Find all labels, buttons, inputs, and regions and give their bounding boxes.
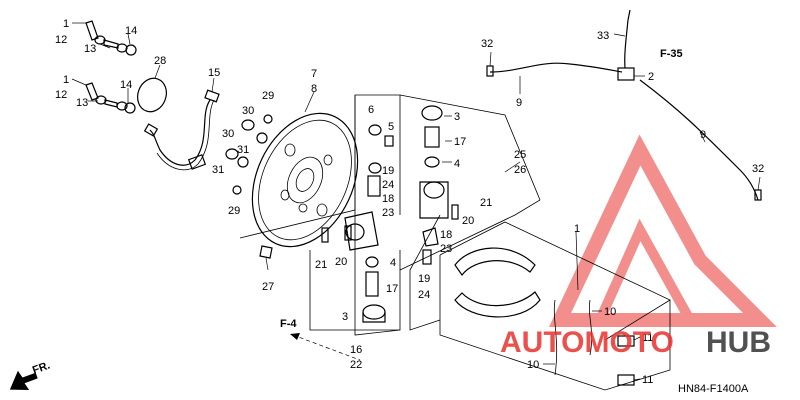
- label-32a: 32: [481, 38, 493, 50]
- label-31b: 31: [212, 164, 224, 176]
- label-2: 2: [648, 71, 654, 83]
- label-11a: 11: [642, 332, 653, 344]
- ref-f4: F-4: [280, 318, 297, 330]
- label-24a: 24: [382, 179, 394, 191]
- label-9b: 9: [700, 129, 706, 141]
- shoe-lower-shape: [454, 291, 541, 318]
- label-1b: 1: [63, 74, 69, 86]
- label-27: 27: [262, 281, 274, 293]
- label-32b: 32: [752, 163, 764, 175]
- bolt-group-bottom: [85, 82, 136, 114]
- label-4b: 4: [390, 257, 396, 269]
- label-3b: 3: [342, 311, 348, 323]
- label-14a: 14: [125, 25, 137, 37]
- label-24b: 24: [418, 289, 430, 301]
- front-arrow-icon: [9, 370, 38, 391]
- label-19b: 19: [418, 273, 430, 285]
- label-10a: 10: [604, 306, 616, 318]
- label-5: 5: [388, 121, 394, 133]
- label-9a: 9: [516, 97, 522, 109]
- label-3a: 3: [454, 111, 460, 123]
- label-21a: 21: [480, 197, 492, 209]
- label-29b: 29: [228, 205, 240, 217]
- label-23a: 23: [382, 207, 394, 219]
- part-labels: 1 12 14 13 28 1 12 14 13 15 29 30 31 30 …: [55, 18, 764, 386]
- cap-shape: [125, 44, 137, 56]
- label-1c: 1: [574, 223, 580, 235]
- bolt-shank-shape: [103, 39, 119, 49]
- label-13b: 13: [76, 97, 88, 109]
- hardware-small: [225, 114, 273, 195]
- brake-hose-shape: [149, 99, 211, 166]
- wheel-cylinder-lower: [321, 211, 386, 323]
- piston-shape: [424, 126, 440, 148]
- label-4a: 4: [454, 158, 460, 170]
- label-30a: 30: [242, 105, 254, 117]
- label-12a: 12: [55, 34, 67, 46]
- brake-shoes: [454, 247, 635, 386]
- label-30b: 30: [222, 128, 234, 140]
- label-7: 7: [311, 68, 317, 80]
- label-1a: 1: [63, 18, 69, 30]
- watermark-logo: [548, 134, 777, 327]
- cable-upper-shape: [624, 9, 631, 69]
- wheel-cylinder-upper: [367, 105, 459, 265]
- bolt-shape: [259, 245, 273, 259]
- label-15: 15: [208, 67, 220, 79]
- brake-panel: [251, 112, 359, 248]
- label-13a: 13: [84, 43, 96, 55]
- panel-frame-box: [239, 94, 401, 239]
- watermark-triangle-shape: [548, 134, 777, 327]
- leader-lines: [71, 22, 761, 381]
- label-18b: 18: [440, 229, 452, 241]
- banjo-bolt-shape: [85, 20, 99, 41]
- label-23b: 23: [440, 243, 452, 255]
- label-20a: 20: [462, 215, 474, 227]
- label-19a: 19: [382, 165, 394, 177]
- brake-cables: [486, 9, 762, 201]
- cylinder-body-shape: [419, 181, 449, 219]
- label-16: 16: [350, 344, 362, 356]
- label-12b: 12: [55, 89, 67, 101]
- panel-outer-shape: [251, 112, 359, 248]
- watermark-text-b: HUB: [706, 326, 771, 359]
- label-18a: 18: [382, 193, 394, 205]
- label-17b: 17: [386, 283, 398, 295]
- label-33: 33: [597, 30, 609, 42]
- label-8: 8: [311, 83, 317, 95]
- shoe-upper-shape: [454, 247, 536, 277]
- cable-right-shape: [639, 79, 759, 201]
- o-ring-shape: [137, 77, 167, 113]
- watermark-inner-shape: [592, 218, 699, 325]
- f4-arrow-icon: [290, 333, 300, 340]
- cable-joint-shape: [617, 67, 635, 81]
- label-31a: 31: [237, 144, 249, 156]
- watermark-text-a: AUTOMOTO: [500, 326, 674, 359]
- label-26: 26: [514, 164, 526, 176]
- label-17a: 17: [454, 136, 466, 148]
- spring-shape: [553, 299, 558, 376]
- label-6: 6: [368, 104, 374, 116]
- label-11b: 11: [642, 374, 653, 386]
- diagram-code: HN84-F1400A: [678, 383, 749, 395]
- label-21b: 21: [315, 259, 327, 271]
- ref-f35: F-35: [660, 48, 683, 60]
- cable-left-shape: [489, 62, 623, 73]
- f4-leader-line: [292, 334, 361, 361]
- shoe-frame-box: [439, 221, 671, 341]
- label-28: 28: [154, 55, 166, 67]
- label-25: 25: [514, 149, 526, 161]
- label-20b: 20: [335, 256, 347, 268]
- ref-front: FR.: [31, 359, 52, 376]
- label-22: 22: [350, 359, 362, 371]
- label-10b: 10: [527, 359, 539, 371]
- label-29a: 29: [262, 90, 274, 102]
- label-14b: 14: [120, 79, 132, 91]
